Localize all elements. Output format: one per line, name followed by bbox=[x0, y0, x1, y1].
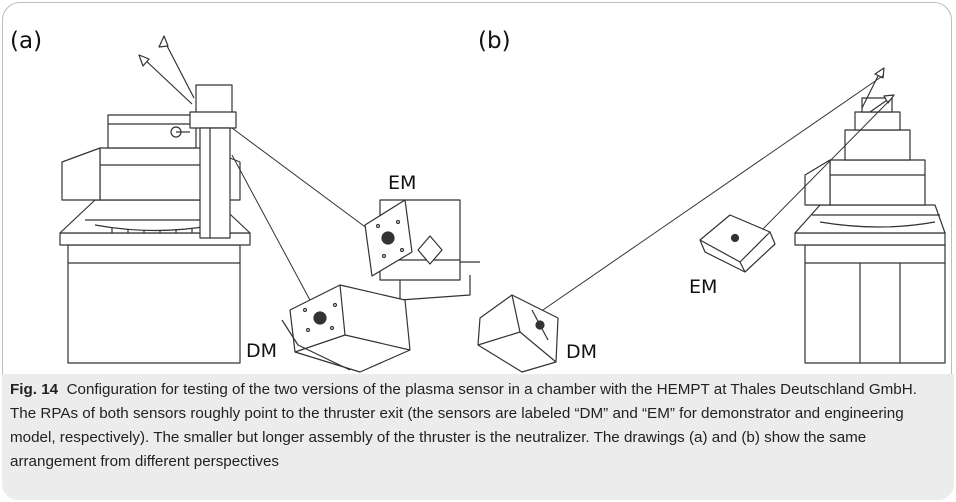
panel-b-thruster bbox=[794, 97, 946, 364]
panel-a-dm-sensor bbox=[281, 284, 411, 373]
panel-a-em-sensor bbox=[364, 199, 480, 301]
panel-b-dm-sensor bbox=[477, 294, 559, 373]
panel-a-dm-label: DM bbox=[246, 340, 278, 362]
panel-b-pointing-lines bbox=[539, 74, 891, 313]
caption-prefix: Fig. 14 bbox=[10, 381, 59, 398]
panel-a-direction-arrows bbox=[138, 35, 195, 105]
panel-a-label: (a) bbox=[10, 28, 43, 54]
panel-a-pointing-lines bbox=[231, 127, 373, 316]
panel-a-thruster bbox=[59, 84, 251, 364]
panel-a-em-label: EM bbox=[388, 172, 417, 194]
panel-b-em-label: EM bbox=[689, 276, 718, 298]
panel-b-dm-label: DM bbox=[566, 341, 598, 363]
panel-b-em-sensor bbox=[699, 214, 776, 273]
caption-background bbox=[2, 374, 954, 500]
panel-b-direction-arrows bbox=[861, 67, 895, 113]
caption-text: Configuration for testing of the two ver… bbox=[10, 381, 917, 470]
panel-b-label: (b) bbox=[478, 28, 511, 54]
figure-caption: Fig. 14 Configuration for testing of the… bbox=[10, 378, 940, 474]
